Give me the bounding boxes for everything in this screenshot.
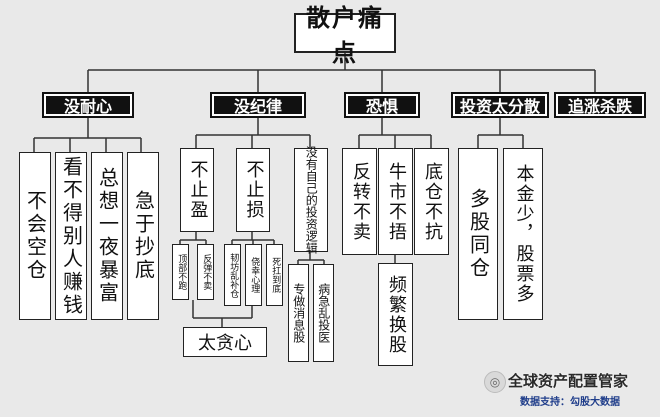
item-panic-investing: 病急乱投医 (313, 264, 334, 362)
item-label: 牛市不捂 (385, 161, 407, 242)
item-small-capital-many-stocks: 本金少，股票多 (503, 148, 543, 320)
item-label: 不会空仓 (23, 190, 48, 282)
item-no-empty-position: 不会空仓 (19, 152, 51, 320)
item-label: 侥幸心理 (249, 257, 260, 293)
item-random-add-position: 韧坊乱补仓 (224, 244, 241, 306)
item-label: 急于抄底 (131, 190, 156, 282)
item-label: 看不得别人赚钱 (59, 155, 84, 317)
item-label: 反弹不卖 (201, 254, 212, 290)
item-rush-to-buy-bottom: 急于抄底 (127, 152, 159, 320)
item-label: 频繁换股 (385, 274, 407, 355)
item-no-run-at-top: 顶部不跑 (172, 244, 189, 300)
item-label: 多股同仓 (466, 188, 491, 280)
item-reversal-no-sell: 反转不卖 (342, 148, 377, 255)
item-label: 不止损 (243, 160, 265, 220)
item-frequent-swapping: 频繁换股 (378, 263, 413, 366)
item-no-own-logic: 没有自己的投资逻辑 (294, 146, 328, 254)
item-many-stocks-same-weight: 多股同仓 (458, 148, 498, 320)
item-label: 专做消息股 (291, 283, 306, 343)
item-label: 底仓不抗 (421, 161, 443, 242)
item-label: 没有自己的投资逻辑 (304, 146, 319, 254)
diagram-title: 散户痛点 (294, 4, 396, 67)
category-no-discipline: 没纪律 (210, 92, 306, 118)
wechat-icon: ◎ (484, 371, 506, 393)
item-no-take-profit: 不止盈 (180, 148, 214, 232)
item-label: 病急乱投医 (316, 283, 331, 343)
watermark-account-name: 全球资产配置管家 (508, 372, 629, 390)
item-label: 反转不卖 (349, 161, 371, 242)
item-no-sell-on-rebound: 反弹不卖 (197, 244, 214, 300)
item-envy-others-profit: 看不得别人赚钱 (55, 152, 87, 320)
item-hold-to-the-end: 死扛到底 (266, 244, 283, 306)
item-label: 顶部不跑 (176, 254, 187, 290)
item-get-rich-overnight: 总想一夜暴富 (91, 152, 123, 320)
item-no-stop-loss: 不止损 (236, 148, 270, 232)
category-fear: 恐惧 (344, 92, 420, 118)
category-too-scattered: 投资太分散 (451, 92, 549, 118)
category-no-patience: 没耐心 (42, 92, 134, 118)
item-too-greedy: 太贪心 (183, 327, 267, 357)
watermark-data-source: 数据支持：勾股大数据 (520, 397, 620, 408)
item-base-no-hold: 底仓不抗 (414, 148, 449, 255)
item-label: 死扛到底 (270, 257, 281, 293)
item-bull-no-hold: 牛市不捂 (378, 148, 413, 255)
item-label: 不止盈 (187, 160, 209, 220)
item-label: 韧坊乱补仓 (228, 252, 239, 298)
item-label: 本金少，股票多 (513, 164, 535, 304)
item-news-driven-stocks: 专做消息股 (288, 264, 309, 362)
category-chasing: 追涨杀跌 (554, 92, 646, 118)
item-wishful-thinking: 侥幸心理 (245, 244, 262, 306)
item-label: 总想一夜暴富 (95, 167, 120, 305)
